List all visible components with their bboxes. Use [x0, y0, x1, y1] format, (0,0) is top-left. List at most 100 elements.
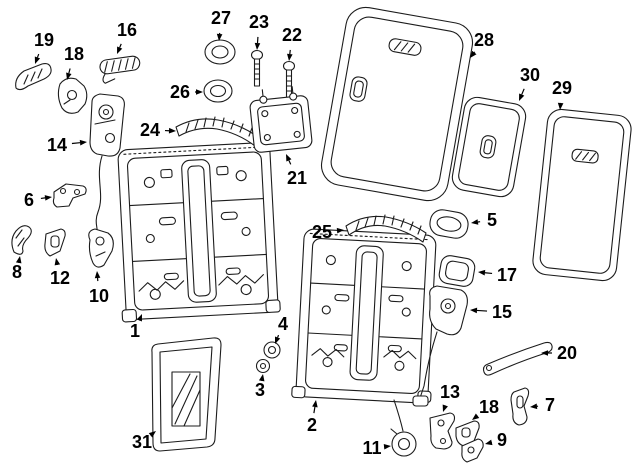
callout-28[interactable]: 28	[470, 30, 494, 58]
callout-number[interactable]: 17	[497, 265, 517, 285]
callout-arrowhead	[94, 271, 101, 279]
callout-17[interactable]: 17	[478, 265, 517, 285]
callout-number[interactable]: 31	[132, 432, 152, 452]
part-18-bracket	[57, 77, 88, 114]
callout-21[interactable]: 21	[286, 154, 307, 188]
callout-arrowhead	[54, 258, 61, 266]
callout-arrow	[484, 272, 493, 275]
callout-29[interactable]: 29	[552, 78, 572, 110]
callout-7[interactable]: 7	[530, 395, 555, 415]
callout-number[interactable]: 11	[362, 438, 381, 458]
callout-arrowhead	[312, 400, 318, 408]
callout-number[interactable]: 30	[520, 65, 540, 85]
callout-number[interactable]: 29	[552, 78, 572, 98]
callout-number[interactable]: 18	[64, 44, 84, 64]
callout-18[interactable]: 18	[472, 397, 499, 420]
callout-number[interactable]: 7	[545, 395, 555, 415]
part-25-trim-strip	[345, 214, 427, 243]
callout-10[interactable]: 10	[89, 271, 109, 306]
callout-14[interactable]: 14	[47, 135, 87, 155]
callout-arrowhead	[442, 404, 448, 412]
callout-4[interactable]: 4	[275, 314, 288, 344]
callout-number[interactable]: 13	[440, 382, 460, 402]
callout-number[interactable]: 27	[211, 8, 231, 28]
callout-20[interactable]: 20	[541, 343, 577, 363]
part-27-cap	[204, 39, 236, 65]
callout-arrowhead	[79, 139, 87, 146]
callout-arrow	[476, 309, 488, 312]
callout-arrow	[288, 160, 292, 165]
part-9-clip	[461, 438, 484, 463]
callout-8[interactable]: 8	[12, 256, 22, 282]
callout-number[interactable]: 5	[487, 210, 497, 230]
callout-number[interactable]: 24	[140, 120, 160, 140]
callout-arrow	[313, 406, 316, 414]
callout-arrowhead	[117, 46, 123, 54]
callout-13[interactable]: 13	[440, 382, 460, 412]
callout-16[interactable]: 16	[117, 20, 137, 54]
callout-30[interactable]: 30	[519, 65, 540, 101]
part-29-panel	[532, 108, 632, 282]
callout-number[interactable]: 9	[497, 430, 507, 450]
callout-number[interactable]: 16	[117, 20, 137, 40]
callout-3[interactable]: 3	[255, 374, 265, 400]
callout-arrowhead	[275, 336, 281, 344]
callout-arrowhead	[216, 33, 223, 41]
callout-2[interactable]: 2	[307, 400, 318, 435]
callout-19[interactable]: 19	[34, 30, 54, 64]
part-16-bracket	[99, 55, 141, 84]
callout-arrow	[119, 43, 122, 48]
callout-number[interactable]: 23	[249, 12, 269, 32]
callout-12[interactable]: 12	[50, 258, 70, 288]
callout-25[interactable]: 25	[312, 222, 344, 242]
callout-arrowhead	[470, 307, 478, 314]
callout-arrowhead	[530, 403, 538, 410]
callout-number[interactable]: 3	[255, 380, 265, 400]
callout-number[interactable]: 2	[307, 415, 317, 435]
callout-arrowhead	[383, 443, 391, 450]
callout-6[interactable]: 6	[24, 190, 52, 210]
callout-23[interactable]: 23	[249, 12, 269, 50]
callout-9[interactable]: 9	[485, 430, 507, 450]
callout-arrowhead	[258, 374, 265, 382]
callout-26[interactable]: 26	[170, 82, 203, 102]
callout-1[interactable]: 1	[130, 314, 142, 341]
callout-number[interactable]: 1	[130, 321, 140, 341]
callout-number[interactable]: 28	[474, 30, 494, 50]
callout-24[interactable]: 24	[140, 120, 176, 140]
callout-5[interactable]: 5	[471, 210, 497, 230]
callout-arrowhead	[478, 269, 486, 276]
callout-number[interactable]: 18	[479, 397, 499, 417]
callout-22[interactable]: 22	[282, 25, 302, 61]
part-10-hook-bracket	[88, 228, 114, 268]
part-2-seatback-frame	[291, 228, 437, 404]
callout-number[interactable]: 15	[492, 302, 512, 322]
callout-number[interactable]: 20	[557, 343, 577, 363]
callout-number[interactable]: 4	[278, 314, 288, 334]
callout-number[interactable]: 12	[50, 268, 70, 288]
part-13-bracket	[429, 412, 456, 450]
callout-arrowhead	[336, 227, 344, 234]
callout-number[interactable]: 14	[47, 135, 67, 155]
callout-arrowhead	[34, 56, 41, 64]
callout-number[interactable]: 21	[287, 168, 307, 188]
callout-number[interactable]: 26	[170, 82, 190, 102]
callout-number[interactable]: 10	[89, 286, 109, 306]
part-20-rod	[482, 341, 553, 376]
callout-number[interactable]: 22	[282, 25, 302, 45]
callout-31[interactable]: 31	[132, 431, 156, 452]
part-5-bezel	[429, 209, 469, 239]
callout-arrowhead	[541, 350, 548, 356]
callout-number[interactable]: 6	[24, 190, 34, 210]
callout-11[interactable]: 11	[362, 438, 391, 458]
callout-18[interactable]: 18	[64, 44, 84, 80]
part-31-trim-panel	[151, 337, 222, 452]
callout-number[interactable]: 19	[34, 30, 54, 50]
callout-arrowhead	[168, 127, 176, 134]
callout-15[interactable]: 15	[470, 302, 512, 322]
callout-number[interactable]: 25	[312, 222, 332, 242]
callout-number[interactable]: 8	[12, 262, 22, 282]
callout-27[interactable]: 27	[211, 8, 231, 41]
